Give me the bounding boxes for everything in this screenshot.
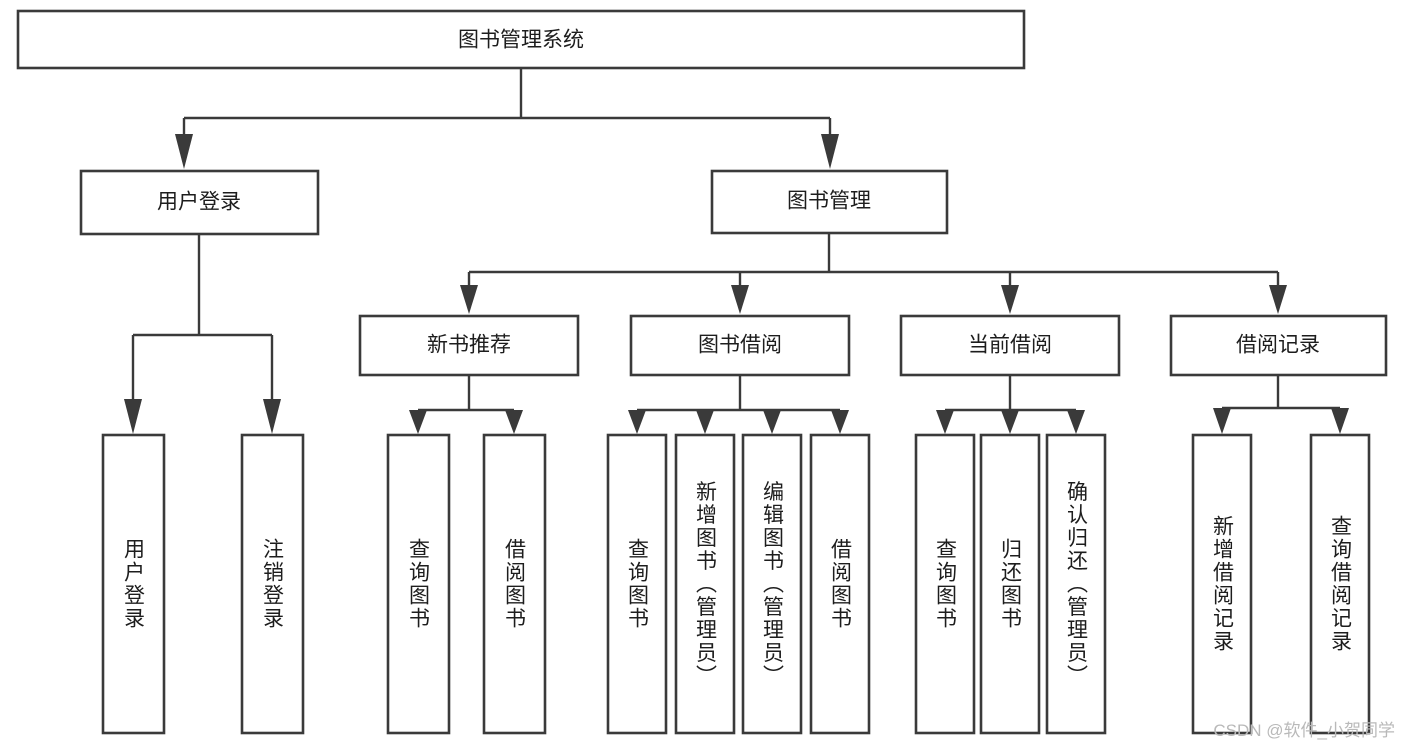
connector-group-user-login [124, 235, 281, 434]
node-box-leaf[interactable] [1191, 433, 1253, 735]
node-label-leaf: 查询图书 [626, 538, 650, 630]
node-borrow-record[interactable]: 借阅记录 [1169, 314, 1388, 377]
node-label-user-login: 用户登录 [157, 191, 241, 214]
arrow-head-icon [1067, 410, 1085, 434]
node-label-book-borrow: 图书借阅 [698, 334, 782, 357]
node-book-management[interactable]: 图书管理 [710, 169, 949, 235]
node-leaf-current-borrow-0[interactable]: 查询图书 [914, 433, 976, 735]
node-leaf-current-borrow-1[interactable]: 归还图书 [979, 433, 1041, 735]
arrow-head-icon [731, 285, 749, 314]
arrow-head-icon [175, 134, 193, 169]
node-label-book-management: 图书管理 [787, 190, 871, 213]
node-root-system[interactable]: 图书管理系统 [16, 9, 1026, 70]
node-label-leaf: 确认归还（管理员） [1065, 481, 1089, 688]
node-leaf-book-borrow-1[interactable]: 新增图书（管理员） [674, 433, 736, 735]
node-new-book-recommend[interactable]: 新书推荐 [358, 314, 580, 377]
node-box-root[interactable] [16, 9, 1026, 70]
node-label-leaf: 新增图书（管理员） [694, 481, 718, 688]
node-current-borrow[interactable]: 当前借阅 [899, 314, 1121, 377]
arrow-head-icon [1213, 408, 1231, 434]
node-label-leaf: 编辑图书（管理员） [761, 481, 785, 688]
arrow-head-icon [505, 410, 523, 434]
arrow-head-icon [1001, 285, 1019, 314]
node-box-leaf[interactable] [741, 433, 803, 735]
node-box-new-book-recommend[interactable] [358, 314, 580, 377]
node-box-leaf[interactable] [914, 433, 976, 735]
node-label-root: 图书管理系统 [458, 29, 584, 52]
arrow-head-icon [763, 410, 781, 434]
arrow-head-icon [936, 410, 954, 434]
node-label-borrow-record: 借阅记录 [1236, 334, 1320, 357]
arrow-head-icon [263, 399, 281, 434]
node-label-current-borrow: 当前借阅 [968, 334, 1052, 357]
arrow-head-icon [1269, 285, 1287, 314]
node-box-leaf[interactable] [386, 433, 451, 735]
connector-group-root [175, 68, 839, 169]
node-leaf-book-borrow-0[interactable]: 查询图书 [606, 433, 668, 735]
node-leaf-user-login-0[interactable]: 用户登录 [101, 433, 166, 735]
node-label-leaf: 用户登录 [122, 538, 146, 630]
node-box-leaf[interactable] [101, 433, 166, 735]
connector-group-borrow-record [1213, 375, 1349, 434]
connector-group-new-book [409, 375, 523, 434]
arrow-head-icon [821, 134, 839, 169]
node-box-leaf[interactable] [1045, 433, 1107, 735]
arrow-head-icon [628, 410, 646, 434]
node-book-borrow[interactable]: 图书借阅 [629, 314, 851, 377]
connector-group-book-management [460, 232, 1287, 314]
node-leaf-borrow-record-0[interactable]: 新增借阅记录 [1191, 433, 1253, 735]
node-label-leaf: 借阅图书 [829, 538, 853, 630]
node-user-login[interactable]: 用户登录 [79, 169, 320, 236]
node-label-leaf: 查询图书 [934, 538, 958, 630]
node-box-user-login[interactable] [79, 169, 320, 236]
node-label-leaf: 归还图书 [999, 538, 1023, 630]
node-box-book-management[interactable] [710, 169, 949, 235]
arrow-head-icon [460, 285, 478, 314]
node-leaf-book-borrow-3[interactable]: 借阅图书 [809, 433, 871, 735]
node-box-leaf[interactable] [240, 433, 305, 735]
node-label-leaf: 新增借阅记录 [1211, 515, 1235, 653]
arrow-head-icon [409, 410, 427, 434]
node-leaf-current-borrow-2[interactable]: 确认归还（管理员） [1045, 433, 1107, 735]
node-box-book-borrow[interactable] [629, 314, 851, 377]
connector-group-current-borrow [936, 375, 1085, 434]
arrow-head-icon [1331, 408, 1349, 434]
node-leaf-book-borrow-2[interactable]: 编辑图书（管理员） [741, 433, 803, 735]
node-box-leaf[interactable] [606, 433, 668, 735]
node-box-leaf[interactable] [674, 433, 736, 735]
node-label-leaf: 借阅图书 [503, 538, 527, 630]
node-label-leaf: 注销登录 [261, 538, 285, 630]
node-box-leaf[interactable] [482, 433, 547, 735]
node-leaf-new-book-0[interactable]: 查询图书 [386, 433, 451, 735]
arrow-head-icon [696, 410, 714, 434]
node-box-leaf[interactable] [809, 433, 871, 735]
node-box-leaf[interactable] [979, 433, 1041, 735]
node-label-leaf: 查询图书 [407, 538, 431, 630]
node-box-leaf[interactable] [1309, 433, 1371, 735]
arrow-head-icon [831, 410, 849, 434]
node-label-new-book-recommend: 新书推荐 [427, 334, 511, 357]
node-label-leaf: 查询借阅记录 [1329, 515, 1353, 653]
arrow-head-icon [1001, 410, 1019, 434]
connector-group-book-borrow [628, 375, 849, 434]
arrow-head-icon [124, 399, 142, 434]
node-leaf-user-login-1[interactable]: 注销登录 [240, 433, 305, 735]
node-box-current-borrow[interactable] [899, 314, 1121, 377]
node-leaf-borrow-record-1[interactable]: 查询借阅记录 [1309, 433, 1371, 735]
node-box-borrow-record[interactable] [1169, 314, 1388, 377]
node-leaf-new-book-1[interactable]: 借阅图书 [482, 433, 547, 735]
